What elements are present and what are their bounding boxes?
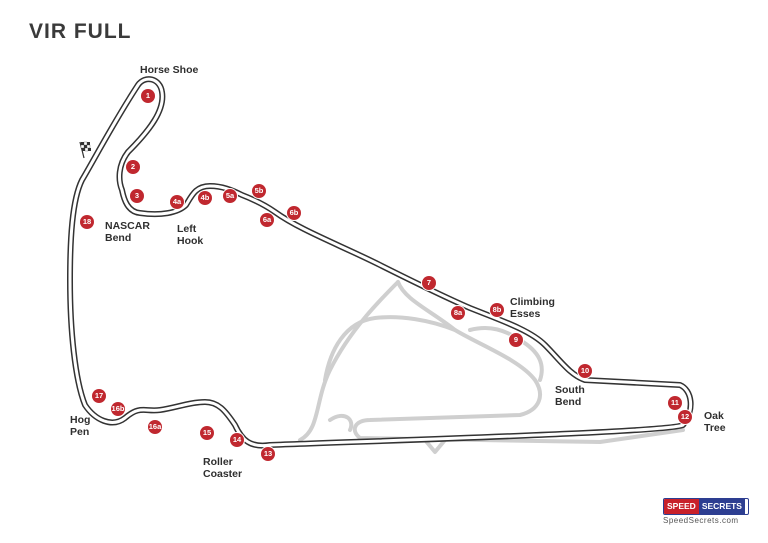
label-nascar-bend-line2: Bend: [105, 232, 132, 244]
label-climbing-esses-line1: Climbing: [510, 296, 555, 308]
label-horse-shoe: Horse Shoe: [140, 64, 199, 76]
turn-marker-16a: 16a: [148, 420, 162, 434]
logo-secrets: SECRETS: [698, 499, 745, 514]
turn-marker-13: 13: [261, 447, 275, 461]
logo-url: SpeedSecrets.com: [663, 516, 739, 525]
label-roller-coaster-line2: Coaster: [203, 468, 243, 480]
logo-speed: SPEED: [664, 499, 699, 514]
label-left-hook-line1: Left: [177, 223, 197, 235]
turn-marker-1: 1: [141, 89, 155, 103]
turn-marker-11: 11: [668, 396, 682, 410]
label-roller-coaster: Roller Coaster: [203, 456, 242, 480]
label-left-hook: Left Hook: [177, 223, 203, 247]
turn-marker-5a: 5a: [223, 189, 237, 203]
turn-marker-6a: 6a: [260, 213, 274, 227]
turn-marker-4b: 4b: [198, 191, 212, 205]
turn-marker-6b: 6b: [287, 206, 301, 220]
turn-marker-10: 10: [578, 364, 592, 378]
label-oak-tree-line1: Oak: [704, 410, 724, 422]
label-hog-pen: Hog Pen: [70, 414, 90, 438]
turn-marker-3: 3: [130, 189, 144, 203]
main-circuit: [67, 76, 694, 449]
checkered-flag-icon: [79, 141, 91, 159]
turn-marker-15: 15: [200, 426, 214, 440]
turn-marker-2: 2: [126, 160, 140, 174]
turn-marker-4a: 4a: [170, 195, 184, 209]
turn-marker-8a: 8a: [451, 306, 465, 320]
label-south-bend: South Bend: [555, 384, 585, 408]
turn-marker-17: 17: [92, 389, 106, 403]
main-circuit-inner: [68, 77, 692, 448]
label-climbing-esses: Climbing Esses: [510, 296, 555, 320]
turn-marker-9: 9: [509, 333, 523, 347]
turn-marker-14: 14: [230, 433, 244, 447]
label-roller-coaster-line1: Roller: [203, 456, 233, 468]
label-nascar-bend: NASCAR Bend: [105, 220, 150, 244]
turn-marker-12: 12: [678, 410, 692, 424]
label-oak-tree: Oak Tree: [704, 410, 726, 434]
turn-marker-16b: 16b: [111, 402, 125, 416]
label-hog-pen-line1: Hog: [70, 414, 91, 426]
label-south-bend-line2: Bend: [555, 396, 582, 408]
turn-marker-8b: 8b: [490, 303, 504, 317]
label-left-hook-line2: Hook: [177, 235, 204, 247]
map-title: VIR FULL: [29, 20, 132, 43]
label-south-bend-line1: South: [555, 384, 585, 396]
turn-marker-5b: 5b: [252, 184, 266, 198]
label-climbing-esses-line2: Esses: [510, 308, 541, 320]
logo-badge: SPEED SECRETS: [663, 498, 749, 515]
turn-marker-7: 7: [422, 276, 436, 290]
label-nascar-bend-line1: NASCAR: [105, 220, 150, 232]
turn-marker-18: 18: [80, 215, 94, 229]
speed-secrets-logo: SPEED SECRETS SpeedSecrets.com: [663, 498, 749, 526]
label-oak-tree-line2: Tree: [704, 422, 726, 434]
label-hog-pen-line2: Pen: [70, 426, 90, 438]
